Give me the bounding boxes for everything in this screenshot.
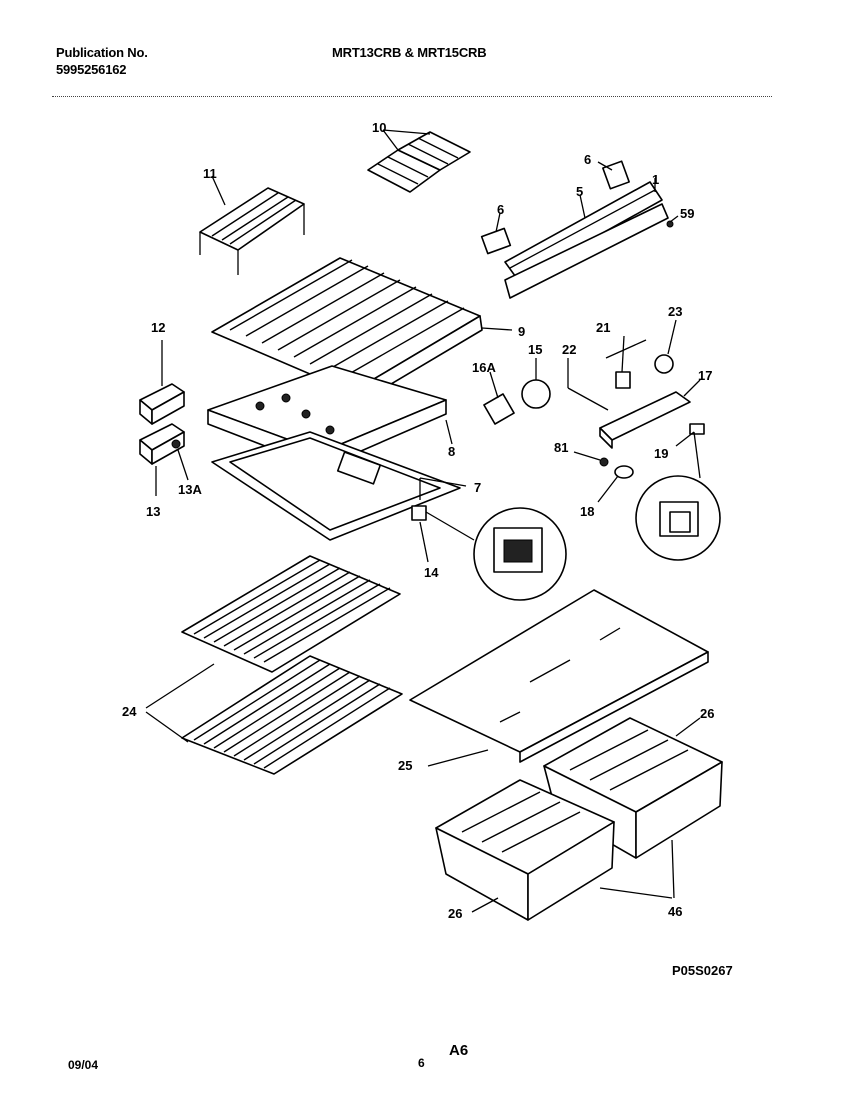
callout-46: 46 <box>668 904 682 919</box>
callout-19: 19 <box>654 446 668 461</box>
callout-12: 12 <box>151 320 165 335</box>
callout-1: 1 <box>652 172 659 187</box>
callout-26-upper: 26 <box>700 706 714 721</box>
callout-11: 11 <box>203 166 217 181</box>
callout-59: 59 <box>680 206 694 221</box>
callout-18: 18 <box>580 504 594 519</box>
callout-23: 23 <box>668 304 682 319</box>
callout-22: 22 <box>562 342 576 357</box>
glass-shelf <box>409 589 709 767</box>
callout-16a: 16A <box>472 360 496 375</box>
header-divider <box>52 96 772 97</box>
callout-6-lower: 6 <box>497 202 504 217</box>
wire-rack <box>199 175 305 275</box>
callout-17: 17 <box>698 368 712 383</box>
wire-shelves <box>145 555 403 775</box>
callout-13: 13 <box>146 504 160 519</box>
diagram-id: P05S0267 <box>672 963 733 978</box>
callout-labels: 10 11 6 5 1 6 59 12 9 16A 15 22 21 23 17… <box>122 120 714 921</box>
callout-13a: 13A <box>178 482 202 497</box>
callout-6-upper: 6 <box>584 152 591 167</box>
model-numbers: MRT13CRB & MRT15CRB <box>332 45 487 60</box>
callout-21: 21 <box>596 320 610 335</box>
callout-26-lower: 26 <box>448 906 462 921</box>
footer-date: 09/04 <box>68 1058 99 1072</box>
ice-trays <box>367 129 471 193</box>
callout-7: 7 <box>474 480 481 495</box>
callout-81: 81 <box>554 440 568 455</box>
footer-page-small: 6 <box>418 1056 425 1070</box>
callout-9: 9 <box>518 324 525 339</box>
callout-5: 5 <box>576 184 583 199</box>
bottom-tray <box>211 431 467 541</box>
switch-detail-inset <box>635 431 721 561</box>
crisper-drawers <box>435 717 723 921</box>
light-assembly <box>483 319 705 503</box>
callout-24: 24 <box>122 704 137 719</box>
damper-detail-inset <box>411 505 567 601</box>
callout-15: 15 <box>528 342 542 357</box>
callout-25: 25 <box>398 758 412 773</box>
callout-14: 14 <box>424 565 439 580</box>
publication-label: Publication No. <box>56 45 148 60</box>
control-bracket <box>480 160 679 299</box>
publication-number: 5995256162 <box>56 62 127 77</box>
callout-8: 8 <box>448 444 455 459</box>
callout-10: 10 <box>372 120 386 135</box>
small-bins <box>139 340 189 496</box>
footer-page-code: A6 <box>449 1042 469 1059</box>
